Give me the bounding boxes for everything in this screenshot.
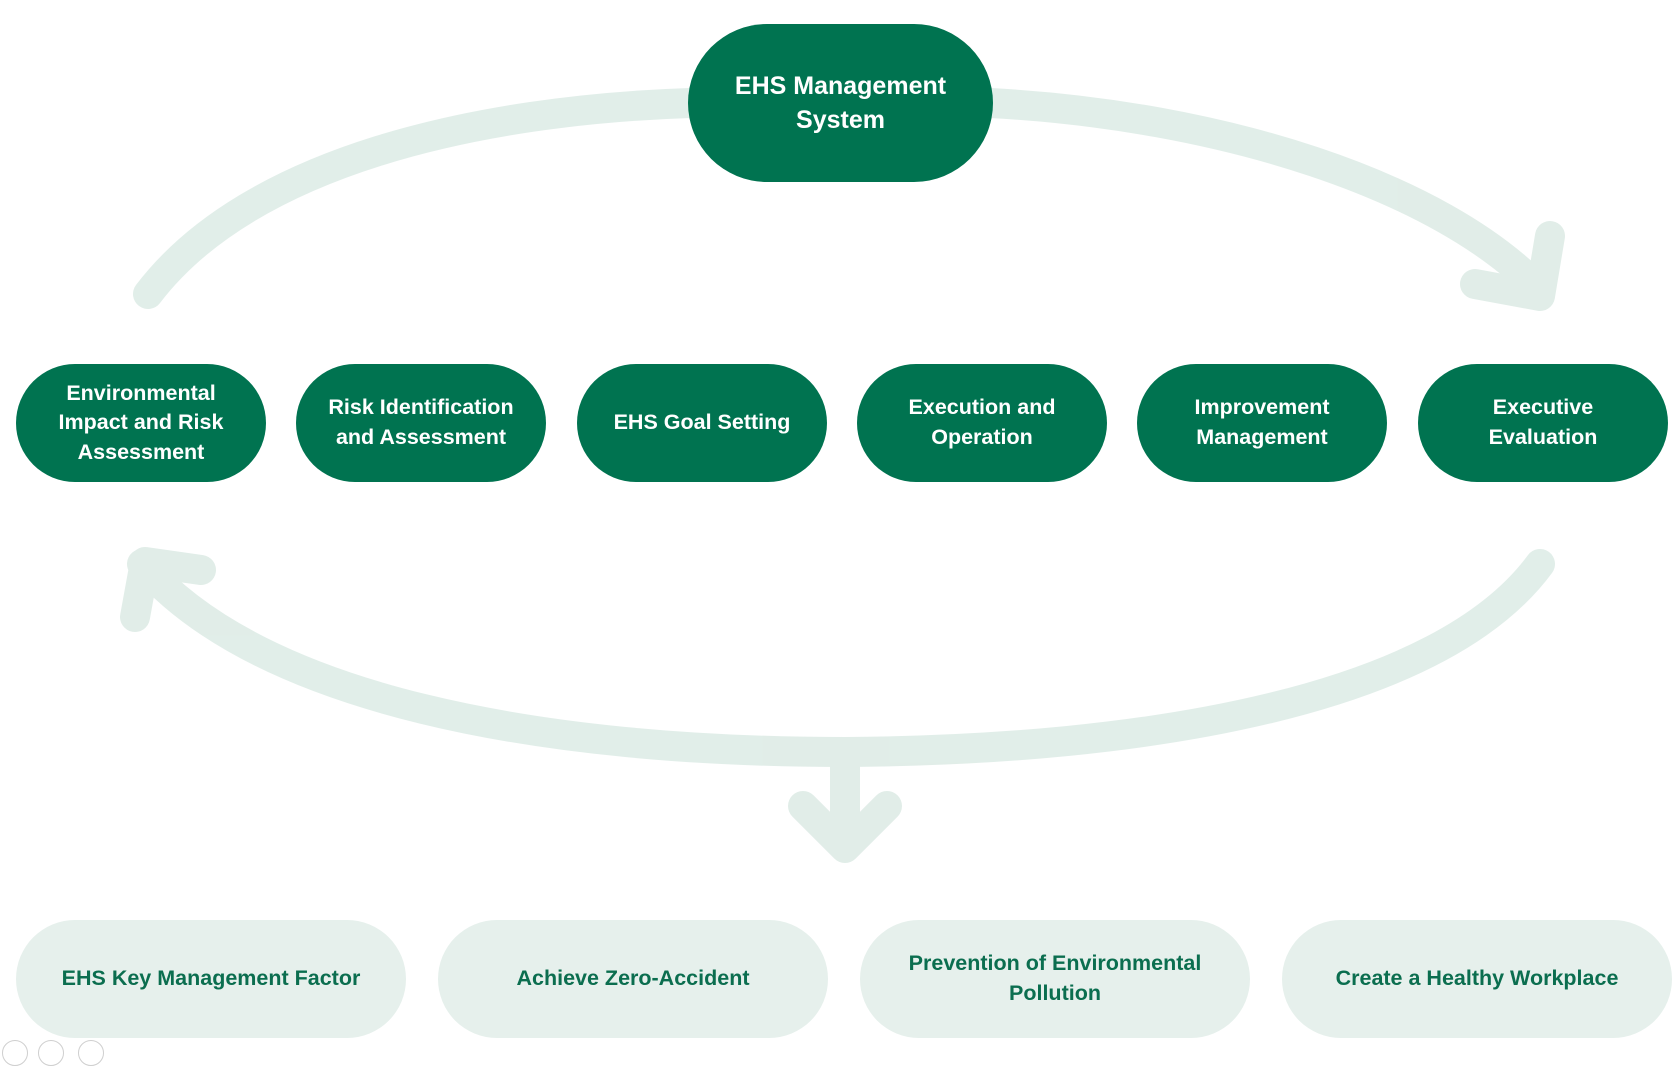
arc-top-left [133, 88, 705, 309]
step-label: Executive Evaluation [1488, 395, 1598, 449]
step-improvement-management: Improvement Management [1137, 364, 1387, 482]
main-node-label: EHS Management System [734, 71, 947, 135]
step-label: Improvement Management [1194, 395, 1330, 449]
step-label: Execution and Operation [908, 395, 1056, 449]
goal-label: EHS Key Management Factor [61, 966, 361, 991]
goal-label: Prevention of Environmental Pollution [908, 951, 1202, 1005]
down-arrowhead [788, 791, 902, 863]
goal-pollution-prevention: Prevention of Environmental Pollution [860, 920, 1250, 1038]
goal-zero-accident: Achieve Zero-Accident [438, 920, 828, 1038]
main-node: EHS Management System [688, 24, 993, 182]
goal-label: Create a Healthy Workplace [1335, 966, 1619, 991]
step-execution-operation: Execution and Operation [857, 364, 1107, 482]
goal-label: Achieve Zero-Accident [516, 966, 750, 991]
arrowhead-top-right [1460, 221, 1565, 311]
arc-bottom [127, 549, 1555, 767]
step-environmental-impact: Environmental Impact and Risk Assessment [16, 364, 266, 482]
step-label: EHS Goal Setting [613, 410, 791, 435]
goal-healthy-workplace: Create a Healthy Workplace [1282, 920, 1672, 1038]
step-risk-identification: Risk Identification and Assessment [296, 364, 546, 482]
step-executive-evaluation: Executive Evaluation [1418, 364, 1668, 482]
arrowhead-bottom-left [120, 547, 216, 632]
goal-key-management-factor: EHS Key Management Factor [16, 920, 406, 1038]
step-goal-setting: EHS Goal Setting [577, 364, 827, 482]
save-icon[interactable] [2, 1040, 28, 1066]
arc-top-right [975, 88, 1555, 305]
more-icon[interactable] [78, 1040, 104, 1066]
zoom-icon[interactable] [38, 1040, 64, 1066]
image-toolbar [0, 1040, 110, 1066]
step-label: Risk Identification and Assessment [328, 395, 514, 449]
step-label: Environmental Impact and Risk Assessment [58, 380, 224, 464]
